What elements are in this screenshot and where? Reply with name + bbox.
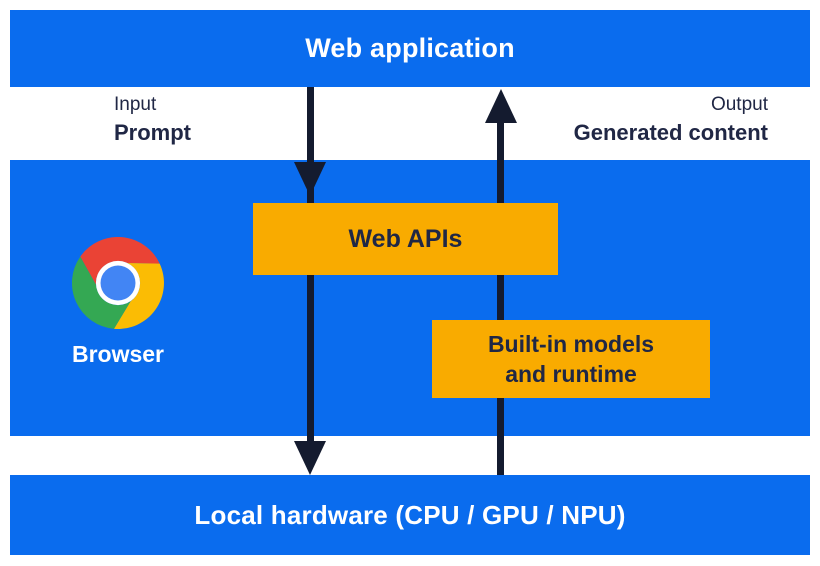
web-application-label: Web application [305,33,515,63]
web-apis-label: Web APIs [348,224,463,253]
web-apis-box: Web APIs [253,203,558,275]
output-caption: Output [710,94,768,115]
built-in-models-label-line2: and runtime [505,361,637,387]
browser-label: Browser [71,341,165,367]
down-arrow-head-lower [294,441,326,475]
local-hardware-bar: Local hardware (CPU / GPU / NPU) [10,475,810,555]
generated-content-label: Generated content [573,120,768,145]
down-arrow-head-upper [294,162,326,196]
built-in-models-box: Built-in models and runtime [432,320,710,398]
built-in-models-label-line1: Built-in models [487,331,655,357]
input-label-block: Input Prompt [114,91,191,147]
local-hardware-label: Local hardware (CPU / GPU / NPU) [194,499,626,530]
up-arrow-line [497,118,504,475]
up-arrow-head [485,89,517,123]
input-caption: Input [114,94,157,115]
chrome-logo-icon [72,237,164,329]
prompt-label: Prompt [114,120,191,145]
web-application-bar: Web application [10,10,810,87]
output-label-block: Output Generated content [574,91,768,147]
